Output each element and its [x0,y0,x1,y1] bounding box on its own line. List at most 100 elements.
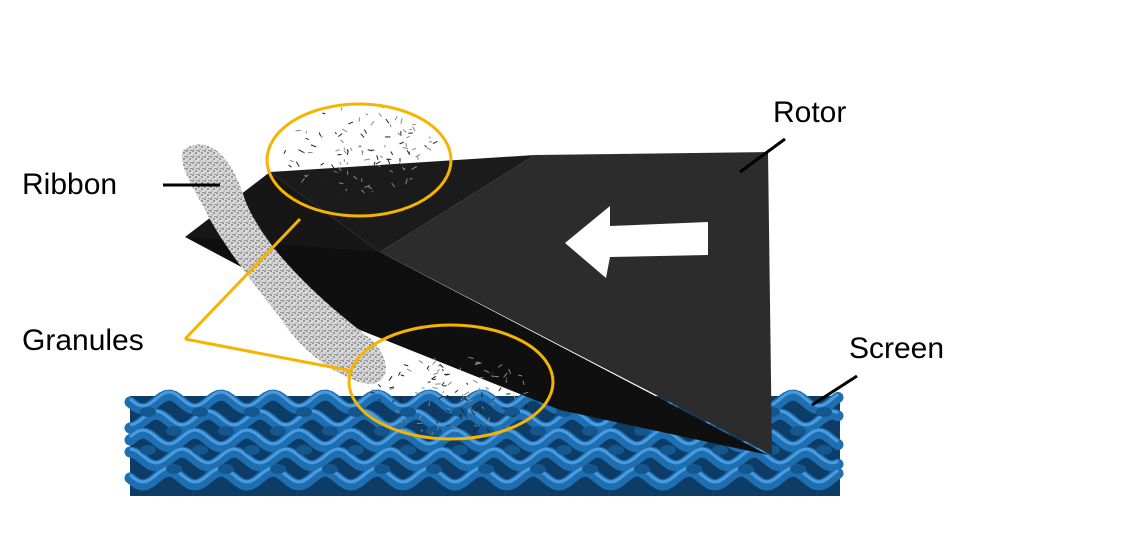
screen-cross-wire [166,464,182,474]
granule-particle [360,133,365,138]
granule-particle [406,150,411,155]
granule-particle [397,371,401,376]
granule-particle [435,383,441,385]
granule-particle [446,409,450,413]
granule-particle [383,145,386,148]
granule-particle [412,126,416,132]
granule-particle [304,174,308,178]
granule-particle [432,387,438,389]
granule-particle [438,395,444,400]
screen-cross-wire [660,445,676,455]
screen-cross-wire [218,426,234,436]
granule-particle [404,169,406,172]
screen-cross-wire [218,464,234,474]
granule-particle [320,178,323,184]
granule-particle [377,383,382,388]
granule-particle [335,149,340,152]
granule-particle [404,418,407,423]
granule-particle [441,381,445,386]
granule-particle [283,150,287,154]
rotor-lower-face [185,237,768,455]
granule-particle [497,364,503,368]
screen-cross-wire [166,426,182,436]
granule-particle [435,421,439,424]
granule-particle [376,155,379,160]
leader-lines [163,137,858,407]
granule-particle [343,150,347,154]
granule-particle [375,161,381,165]
granule-particle [305,137,309,141]
granule-particle [498,387,502,392]
ribbon-label: Ribbon [22,168,118,201]
granule-particle [363,129,368,134]
screen-cross-wire [192,407,208,417]
granule-particle [378,112,382,118]
screen-cross-wire [530,464,546,474]
granule-particle [370,121,375,126]
granule-particle [474,424,478,427]
granule-particle [405,142,408,147]
granule-particle [399,162,402,168]
granule-particle [379,180,382,184]
screen-cross-wire [712,445,728,455]
granule-particle [402,147,409,150]
granule-particle [426,147,432,151]
granule-particle [392,399,395,403]
granule-particles [283,105,529,437]
granule-particle [432,360,437,365]
screen-cross-wire [374,426,390,436]
granule-particle [460,408,465,414]
screen-cross-wire [348,445,364,455]
screen-cross-wire [400,445,416,455]
screen-wire-highlight [129,447,839,465]
granule-particle [441,368,444,372]
granule-particle [466,355,469,360]
granule-particle [433,372,439,375]
screen-cross-wire [504,445,520,455]
granule-particle [475,362,482,365]
granule-particle [362,180,366,183]
screen-cross-wire [504,407,520,417]
granule-particle [338,182,344,185]
granule-particle [490,417,493,421]
screen-cross-wire [530,426,546,436]
granule-particle [400,374,405,377]
screen-cross-wire [192,445,208,455]
granule-particle [398,418,403,424]
granule-particle [406,135,410,139]
granule-particle [337,191,339,195]
granule-particle [463,397,469,402]
screen-cross-wire [296,407,312,417]
granule-particle [361,150,364,156]
granule-particle [431,432,434,435]
granule-particle [513,395,517,400]
screen-label: Screen [849,332,945,365]
granule-particle [480,424,483,428]
granules-pointer-upper [183,217,302,341]
granule-particle [409,128,413,131]
granule-particle [396,180,401,186]
granule-particle [395,409,399,413]
granule-particle [439,363,444,368]
granule-particle [359,144,362,148]
granule-particle [437,368,440,373]
granule-particle [421,387,425,389]
granule-particle [485,389,488,392]
granule-particle [431,375,437,380]
granule-particle [400,396,402,403]
screen-cross-wire [608,445,624,455]
granule-particle [492,398,495,400]
granule-particle [495,376,498,378]
granule-particle [288,164,292,168]
granule-particle [451,426,455,428]
granule-particle [518,374,523,377]
granule-particle [409,177,413,180]
ribbon-body [181,144,386,385]
granule-particle [389,386,395,389]
granule-particle [339,161,342,165]
granule-particle [425,164,427,169]
granule-particle [320,162,325,166]
granule-particle [437,425,439,430]
granule-particle [485,386,490,390]
